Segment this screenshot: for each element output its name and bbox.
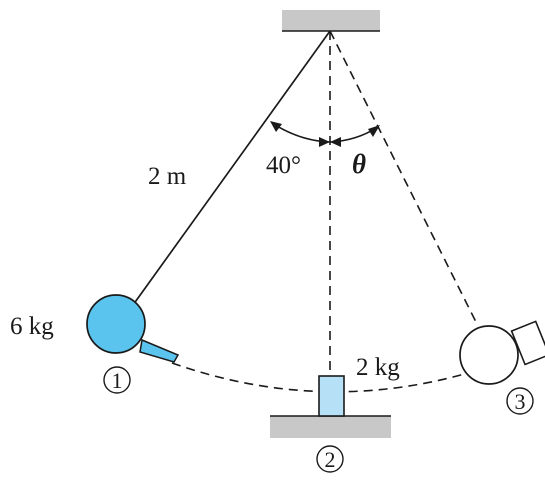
angle-arc-theta: [329, 125, 380, 147]
theta-label: θ: [352, 149, 366, 179]
angle-arc-40: [270, 121, 331, 147]
ceiling-support: [282, 10, 380, 31]
mass-block-label: 2 kg: [356, 354, 400, 381]
angle-label: 40°: [266, 152, 301, 179]
position-marker-3: 3: [506, 387, 534, 415]
length-label: 2 m: [148, 163, 187, 190]
block-2kg: [318, 375, 345, 417]
ball-position-3: [459, 320, 545, 385]
svg-text:1: 1: [112, 368, 123, 393]
pendulum-cord: [132, 30, 331, 306]
position-marker-1: 1: [103, 366, 131, 394]
pendulum-cord-dashed: [329, 30, 479, 327]
svg-text:2: 2: [325, 447, 336, 472]
ball-6kg: [86, 294, 180, 363]
floor-support: [270, 416, 391, 438]
svg-text:3: 3: [515, 389, 526, 414]
mass-ball-label: 6 kg: [10, 313, 54, 340]
position-marker-2: 2: [316, 445, 344, 473]
